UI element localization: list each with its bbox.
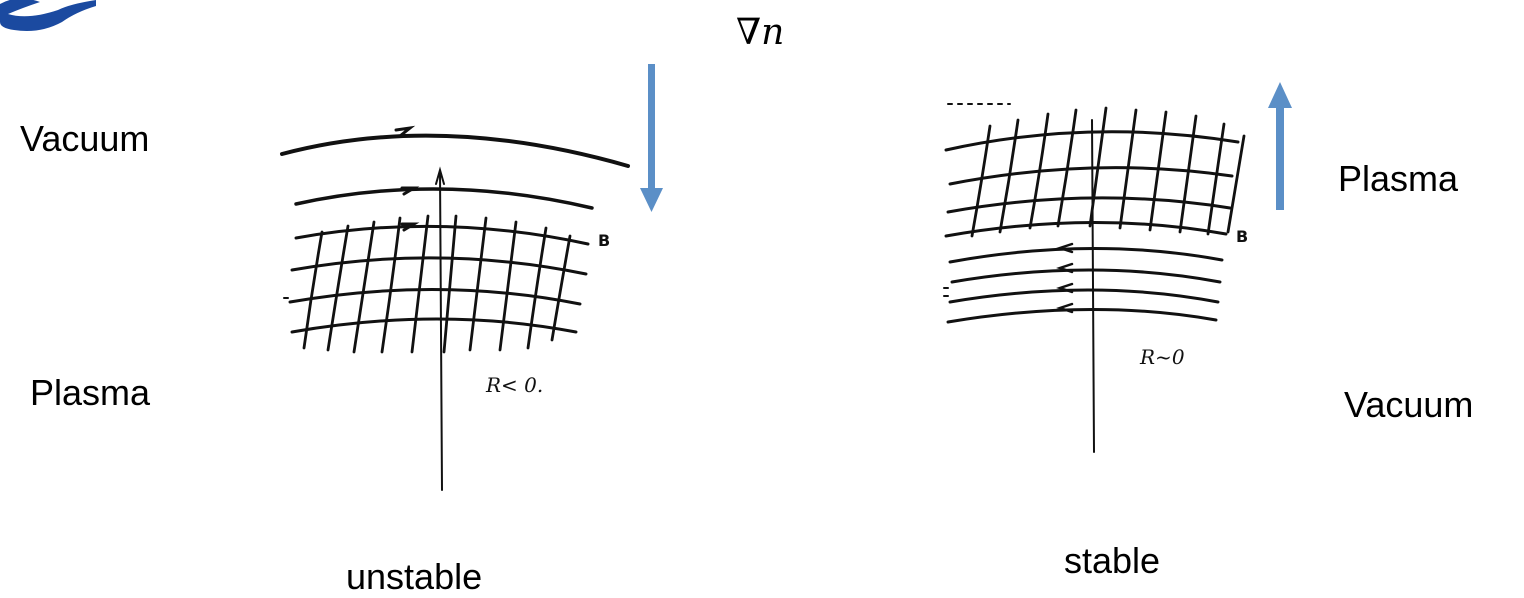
left-field-line-2: [294, 187, 594, 210]
left-field-label: B: [598, 231, 610, 250]
right-field-line-1: [944, 130, 1240, 152]
right-field-line-5: [948, 246, 1224, 264]
right-field-line-4: [944, 220, 1228, 238]
right-field-line-2: [948, 166, 1234, 186]
logo-fragment: [0, 0, 96, 31]
right-gradient-arrow: [1268, 82, 1292, 210]
right-curvature-label: R~0: [1139, 345, 1185, 369]
left-gradient-arrow: [640, 64, 663, 212]
right-axis: [1091, 119, 1095, 453]
left-field-line-3: [294, 224, 590, 246]
right-field-line-3: [946, 196, 1232, 214]
left-curvature-label: R< 0.: [485, 373, 543, 397]
right-top-region-label: Plasma: [1338, 158, 1459, 199]
right-field-label: B: [1236, 227, 1248, 246]
gradient-label: ∇n: [736, 12, 785, 53]
left-field-line-1: [280, 133, 630, 168]
left-field-line-4: [290, 256, 588, 276]
left-axis: [439, 171, 443, 491]
right-diagram: [943, 103, 1246, 453]
right-field-line-6: [950, 268, 1222, 284]
left-grid: [302, 214, 572, 354]
right-field-line-7: [948, 288, 1220, 304]
left-diagram: [280, 125, 630, 491]
left-top-region-label: Vacuum: [20, 118, 150, 159]
left-bottom-region-label: Plasma: [30, 372, 151, 413]
right-bottom-region-label: Vacuum: [1344, 384, 1474, 425]
right-grid: [970, 106, 1246, 238]
left-caption: unstable: [346, 556, 483, 597]
left-field-line-5: [288, 288, 582, 306]
right-caption: stable: [1064, 540, 1161, 581]
left-field-line-6: [290, 317, 578, 334]
right-field-line-8: [946, 307, 1218, 324]
